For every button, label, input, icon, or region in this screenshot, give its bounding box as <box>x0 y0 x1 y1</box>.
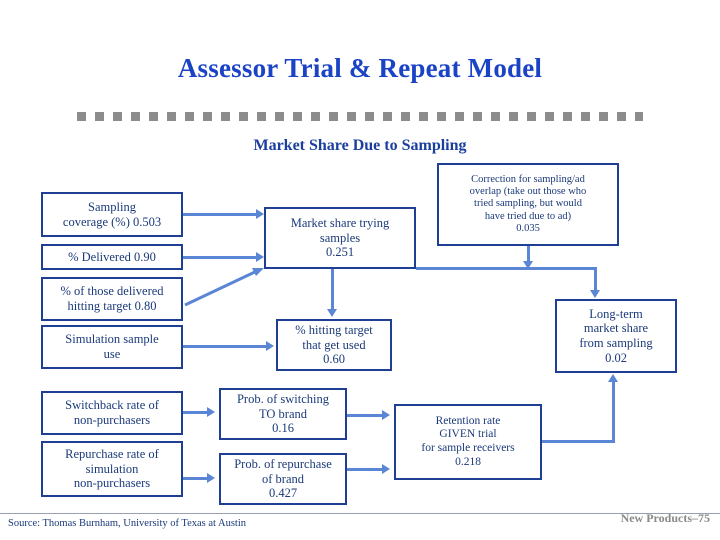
connector-prob-switching-to-retention <box>347 414 382 417</box>
box-long-term-market-share[interactable]: Long-term market share from sampling 0.0… <box>555 299 677 373</box>
box-pct-delivered[interactable]: % Delivered 0.90 <box>41 244 183 270</box>
retention-rate-line3: for sample receivers <box>421 442 515 454</box>
retention-rate-value: 0.218 <box>455 455 481 468</box>
connector-market-share-down <box>331 269 334 311</box>
box-retention-rate[interactable]: Retention rate GIVEN trial for sample re… <box>394 404 542 480</box>
prob-switching-value: 0.16 <box>272 421 294 436</box>
arrow-delivered-to-market-share-icon <box>256 252 264 262</box>
page-title: Assessor Trial & Repeat Model <box>177 53 543 83</box>
arrow-correction-down-icon <box>523 261 533 269</box>
sampling-coverage-line2: coverage (%) 0.503 <box>62 214 162 229</box>
box-correction-sampling-ad-overlap[interactable]: Correction for sampling/ad overlap (take… <box>437 163 619 246</box>
pct-hitting-line2: hitting target 0.80 <box>67 299 157 313</box>
arrow-prob-switching-to-retention-icon <box>382 410 390 420</box>
connector-retention-up-to-long-term <box>612 382 615 440</box>
connector-coverage-to-market-share <box>183 213 256 216</box>
switchback-rate-line1: Switchback rate of <box>65 398 159 413</box>
slide-subtitle: Market Share Due to Sampling <box>253 137 467 154</box>
box-switchback-rate[interactable]: Switchback rate of non-purchasers <box>41 391 183 435</box>
box-prob-repurchase-of-brand[interactable]: Prob. of repurchase of brand 0.427 <box>219 453 347 505</box>
correction-value: 0.035 <box>516 223 540 235</box>
box-pct-delivered-hitting-target[interactable]: % of those delivered hitting target 0.80 <box>41 277 183 321</box>
connector-switchback-to-prob-switching <box>183 411 207 414</box>
page-label: New Products–75 <box>620 511 710 525</box>
arrow-down-to-long-term-icon <box>590 290 600 298</box>
long-term-line3: from sampling <box>579 336 653 350</box>
connector-repurchase-to-prob-repurchase <box>183 477 207 480</box>
connector-market-share-right-run <box>416 267 596 270</box>
pct-delivered-line1: % Delivered 0.90 <box>68 249 156 264</box>
prob-repurchase-line2: of brand <box>262 471 304 486</box>
source-note: Source: Thomas Burnham, University of Te… <box>8 518 247 529</box>
pct-hitting-used-line2: that get used <box>302 337 366 352</box>
connector-sim-use-to-hitting-used <box>183 345 266 348</box>
arrow-up-to-long-term-icon <box>608 374 618 382</box>
market-share-line2: samples <box>319 230 361 245</box>
connector-correction-down <box>527 246 530 264</box>
correction-line3: tried sampling, but would <box>474 198 582 210</box>
prob-switching-line1: Prob. of switching <box>236 391 329 406</box>
connector-retention-right-run <box>542 440 615 443</box>
long-term-line2: market share <box>583 321 649 336</box>
simulation-sample-use-line1: Simulation sample <box>65 332 159 347</box>
prob-switching-line2: TO brand <box>258 406 308 421</box>
pct-hitting-used-line1: % hitting target <box>295 322 373 337</box>
market-share-value: 0.251 <box>325 245 355 260</box>
decorative-dashed-rule <box>77 112 643 121</box>
pct-hitting-line1: % of those delivered <box>60 284 164 299</box>
prob-repurchase-value: 0.427 <box>268 486 298 501</box>
arrow-switchback-to-prob-switching-icon <box>207 407 215 417</box>
sampling-coverage-line1: Sampling <box>88 199 136 214</box>
connector-delivered-to-market-share <box>183 256 256 259</box>
box-prob-switching-to-brand[interactable]: Prob. of switching TO brand 0.16 <box>219 388 347 440</box>
long-term-value: 0.02 <box>605 350 627 365</box>
correction-line1: Correction for sampling/ad <box>471 173 585 185</box>
box-simulation-sample-use[interactable]: Simulation sample use <box>41 325 183 369</box>
simulation-sample-use-line2: use <box>103 347 121 361</box>
repurchase-rate-line3: non-purchasers <box>73 476 151 491</box>
market-share-line1: Market share trying <box>290 215 390 230</box>
box-pct-hitting-target-used[interactable]: % hitting target that get used 0.60 <box>276 319 392 371</box>
arrow-sim-use-to-hitting-used-icon <box>266 341 274 351</box>
box-market-share-trying-samples[interactable]: Market share trying samples 0.251 <box>264 207 416 269</box>
pct-hitting-used-value: 0.60 <box>323 352 345 367</box>
arrow-market-share-down-icon <box>327 309 337 317</box>
arrow-coverage-to-market-share-icon <box>256 209 264 219</box>
box-sampling-coverage[interactable]: Sampling coverage (%) 0.503 <box>41 192 183 237</box>
repurchase-rate-line1: Repurchase rate of <box>65 446 159 461</box>
repurchase-rate-line2: simulation <box>85 461 139 476</box>
box-repurchase-rate[interactable]: Repurchase rate of simulation non-purcha… <box>41 441 183 497</box>
footer-divider <box>0 513 720 514</box>
prob-repurchase-line1: Prob. of repurchase <box>234 456 332 471</box>
connector-prob-repurchase-to-retention <box>347 468 382 471</box>
switchback-rate-line2: non-purchasers <box>73 413 151 427</box>
correction-line2: overlap (take out those who <box>469 185 587 197</box>
correction-line4: have tried due to ad) <box>484 210 572 222</box>
connector-run-down-to-long-term <box>594 267 597 291</box>
long-term-line1: Long-term <box>589 306 643 321</box>
arrow-prob-repurchase-to-retention-icon <box>382 464 390 474</box>
arrow-repurchase-to-prob-repurchase-icon <box>207 473 215 483</box>
retention-rate-line1: Retention rate <box>435 414 501 427</box>
retention-rate-line2: GIVEN trial <box>439 428 497 441</box>
